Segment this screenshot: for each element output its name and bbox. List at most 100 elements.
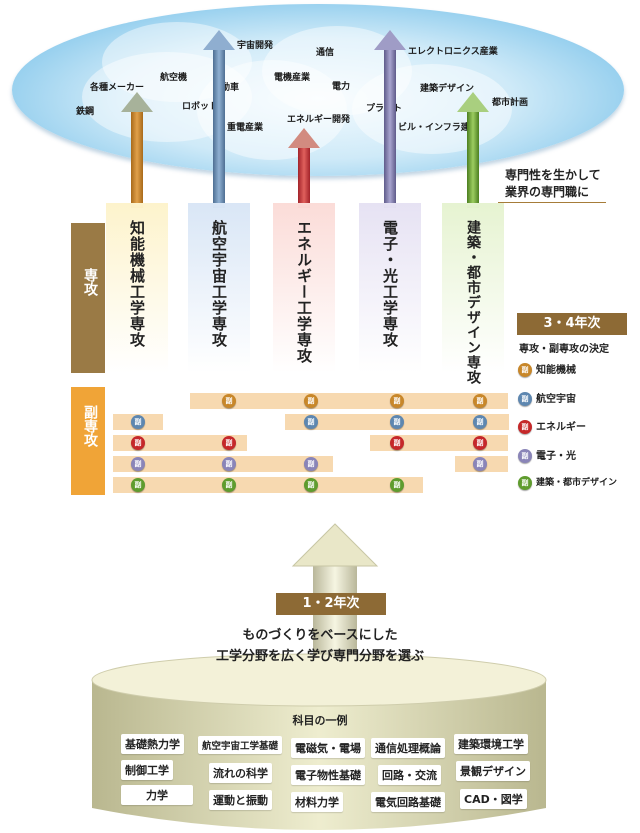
arrow-shaft: [467, 110, 479, 208]
subject-item: 電子物性基礎: [291, 765, 365, 785]
legend-item-energy: 副エネルギー: [518, 418, 586, 434]
career-caption-line2: 業界の専門職に: [505, 185, 590, 199]
legend-item-denshi: 副電子・光: [518, 447, 576, 463]
arrow-head: [121, 92, 153, 112]
minor-badge: 副: [473, 436, 487, 450]
subject-item: 制御工学: [121, 760, 173, 780]
arrow-head: [288, 128, 320, 148]
arrow-shaft: [131, 110, 143, 208]
legend-badge: 副: [518, 363, 532, 377]
minor-badge: 副: [390, 394, 404, 408]
industry-label: 電力: [332, 82, 351, 92]
subject-item: 力学: [121, 785, 193, 805]
major-label: 航空宇宙工学専攻: [210, 220, 228, 348]
legend-label: 電子・光: [536, 451, 576, 462]
senkou-label: 専攻: [82, 268, 98, 296]
minor-badge: 副: [473, 394, 487, 408]
major-name-chinou: 知能機械工学専攻: [106, 212, 168, 382]
legend-label: 建築・都市デザイン: [536, 478, 618, 488]
legend-item-kenchiku: 副建築・都市デザイン: [518, 475, 617, 490]
minor-badge: 副: [131, 436, 145, 450]
industry-label: 電機産業: [274, 73, 311, 83]
major-label: エネルギー工学専攻: [295, 220, 313, 364]
minor-badge: 副: [222, 478, 236, 492]
caption-underline: [498, 202, 606, 203]
minor-badge: 副: [222, 436, 236, 450]
minor-badge: 副: [304, 394, 318, 408]
minor-badge: 副: [390, 415, 404, 429]
subject-item: 回路・交流: [378, 765, 441, 785]
year12-line1: ものづくりをベースにした: [242, 628, 398, 643]
cloud-bubble: [102, 22, 252, 102]
major-label: 知能機械工学専攻: [128, 220, 146, 348]
minor-badge: 副: [390, 436, 404, 450]
subject-item: 流れの科学: [209, 763, 272, 783]
minor-band: [113, 477, 423, 493]
fukusenkou-bar: [71, 387, 105, 495]
arrow-head: [374, 30, 406, 50]
minor-badge: 副: [131, 478, 145, 492]
industry-label: 宇宙開発: [237, 41, 274, 51]
industry-label: エネルギー開発: [287, 115, 351, 125]
minor-badge: 副: [131, 415, 145, 429]
industry-label: ビル・インフラ建設: [398, 123, 479, 133]
major-label: 電子・光工学専攻: [381, 220, 399, 348]
minor-badge: 副: [390, 478, 404, 492]
minor-badge: 副: [473, 457, 487, 471]
career-caption-line1: 専門性を生かして: [505, 168, 601, 182]
major-column-kenchiku: [442, 203, 504, 373]
subject-item: CAD・図学: [460, 789, 527, 809]
legend-label: エネルギー: [536, 422, 586, 433]
major-column-chinou: [106, 203, 168, 373]
arrow-shaft: [298, 146, 310, 208]
subject-item: 景観デザイン: [456, 761, 530, 781]
industry-label: 都市計画: [492, 98, 529, 108]
subject-item: 材料力学: [291, 792, 343, 812]
legend-label: 航空宇宙: [536, 394, 576, 405]
industry-label: 各種メーカー: [90, 83, 145, 93]
minor-badge: 副: [304, 478, 318, 492]
industry-label: 通信: [316, 48, 335, 58]
arrow-head: [203, 30, 235, 50]
subject-item: 航空宇宙工学基礎: [198, 736, 283, 754]
year12-line2: 工学分野を広く学び専門分野を選ぶ: [215, 649, 424, 664]
major-column-denshi: [359, 203, 421, 373]
major-column-energy: [273, 203, 335, 373]
year12-title: 1・2年次: [276, 593, 386, 615]
industry-label: 重電産業: [227, 123, 264, 133]
arrow-shaft: [213, 48, 225, 208]
minor-badge: 副: [473, 415, 487, 429]
subject-item: 建築環境工学: [454, 734, 528, 754]
major-name-kenchiku: 建築・都市デザイン専攻: [442, 212, 504, 392]
legend-badge: 副: [518, 449, 532, 463]
senkou-bar: [71, 223, 105, 373]
legend-badge: 副: [518, 392, 532, 406]
minor-band: [113, 435, 247, 451]
year34-subtitle: 専攻・副専攻の決定: [519, 344, 609, 355]
minor-badge: 副: [222, 394, 236, 408]
minor-badge: 副: [222, 457, 236, 471]
year34-title: 3・4年次: [517, 313, 627, 335]
industry-label: 自動車: [212, 83, 240, 93]
industry-label: エレクトロニクス産業: [408, 47, 498, 57]
industry-label: 建築デザイン: [420, 84, 475, 94]
major-name-denshi: 電子・光工学専攻: [359, 212, 421, 382]
industry-label: 鉄鋼: [76, 107, 95, 117]
major-name-energy: エネルギー工学専攻: [273, 212, 335, 382]
minor-badge: 副: [304, 457, 318, 471]
minor-badge: 副: [131, 457, 145, 471]
subjects-title: 科目の一例: [292, 714, 348, 727]
legend-badge: 副: [518, 475, 532, 490]
arrow-head: [457, 92, 489, 112]
major-name-koukuu: 航空宇宙工学専攻: [188, 212, 250, 382]
minor-band: [190, 393, 508, 409]
subject-item: 電気回路基礎: [371, 792, 445, 812]
minor-badge: 副: [304, 415, 318, 429]
fukusenkou-label: 副専攻: [82, 405, 98, 447]
major-column-koukuu: [188, 203, 250, 373]
subject-item: 運動と振動: [209, 790, 272, 810]
subject-item: 電磁気・電場: [291, 738, 365, 758]
legend-item-chinou: 副知能機械: [518, 361, 576, 377]
big-arrow-head: [291, 523, 379, 567]
major-label: 建築・都市デザイン専攻: [465, 220, 481, 385]
